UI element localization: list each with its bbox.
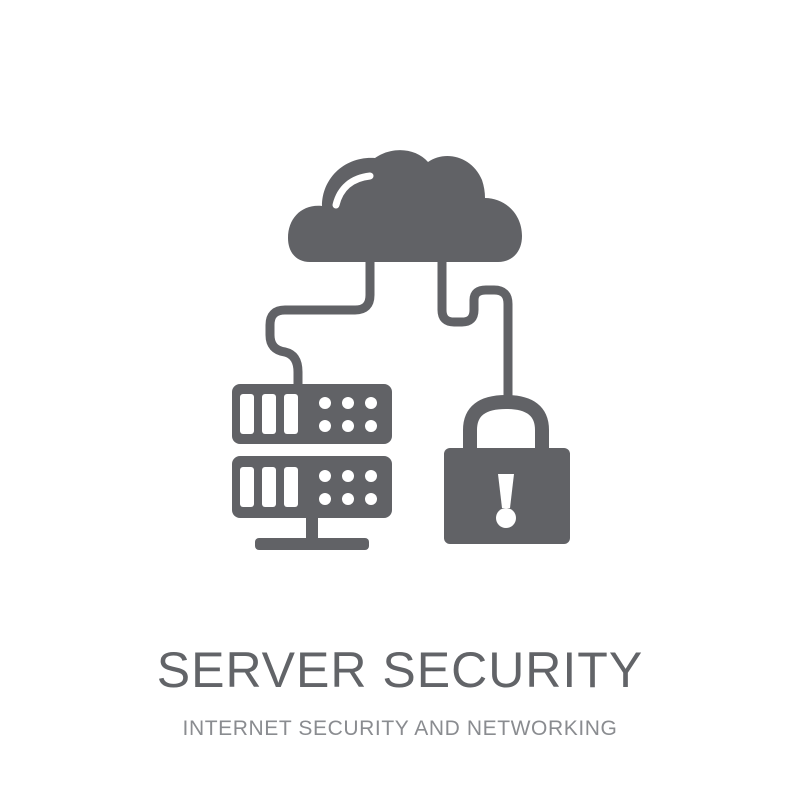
padlock-icon [444,394,570,544]
cloud-icon [288,150,522,262]
cable-right [437,253,513,405]
icon-title: SERVER SECURITY [156,642,644,698]
server-rack-icon [232,384,392,550]
cable-left [265,253,375,395]
icon-subtitle: INTERNET SECURITY AND NETWORKING [182,717,618,740]
